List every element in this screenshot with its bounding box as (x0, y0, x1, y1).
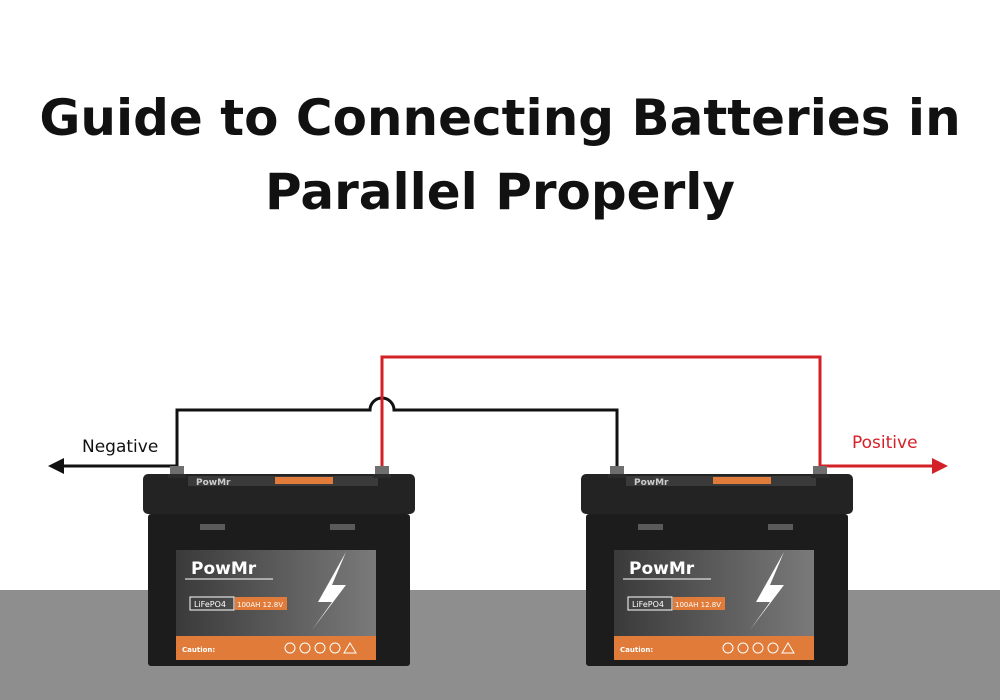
no-water-icon (767, 642, 779, 654)
rating-badge (673, 597, 725, 610)
battery-handle (200, 524, 225, 530)
battery-brand: PowMr (629, 559, 695, 579)
no-fire-icon (314, 642, 326, 654)
caution-bar (614, 636, 814, 660)
positive-wire (380, 355, 822, 466)
battery-2: PowMr PowMr LiFePO4 100AH 12.8V Caution: (581, 466, 853, 666)
no-water-icon (329, 642, 341, 654)
battery-rating: 100AH 12.8V (675, 601, 721, 609)
warning-icon (722, 642, 734, 654)
negative-wire (175, 396, 619, 466)
chemistry-badge (189, 596, 235, 611)
battery-handle (768, 524, 793, 530)
no-fire-icon (752, 642, 764, 654)
recycle-icon (737, 642, 749, 654)
chemistry-badge (627, 596, 673, 611)
caution-bar (176, 636, 376, 660)
positive-terminal (373, 466, 391, 478)
negative-terminal (608, 466, 626, 478)
battery-1: PowMr PowMr LiFePO4 100AH 12.8V Caution: (143, 466, 415, 666)
positive-arrow-icon (932, 458, 948, 474)
battery-brand: PowMr (191, 559, 257, 579)
battery-lid-brand: PowMr (196, 478, 231, 488)
caution-triangle-icon (343, 642, 357, 654)
lightning-icon (312, 552, 346, 630)
battery-caution: Caution: (620, 646, 653, 654)
battery-handle (330, 524, 355, 530)
battery-lid-tag (275, 477, 333, 484)
rating-badge (235, 597, 287, 610)
lightning-icon (750, 552, 784, 630)
caution-triangle-icon (781, 642, 795, 654)
battery-lid-tag (713, 477, 771, 484)
negative-arrow-icon (48, 458, 64, 474)
battery-lid-brand: PowMr (634, 478, 669, 488)
battery-caution: Caution: (182, 646, 215, 654)
recycle-icon (299, 642, 311, 654)
negative-terminal (168, 466, 186, 478)
battery-chemistry: LiFePO4 (194, 600, 226, 609)
warning-icon (284, 642, 296, 654)
positive-label: Positive (852, 433, 918, 453)
positive-terminal (811, 466, 829, 478)
battery-chemistry: LiFePO4 (632, 600, 664, 609)
battery-rating: 100AH 12.8V (237, 601, 283, 609)
battery-handle (638, 524, 663, 530)
page-title-line-2: Parallel Properly (265, 163, 735, 221)
page-title-line-1: Guide to Connecting Batteries in (39, 89, 961, 147)
negative-label: Negative (82, 437, 158, 457)
